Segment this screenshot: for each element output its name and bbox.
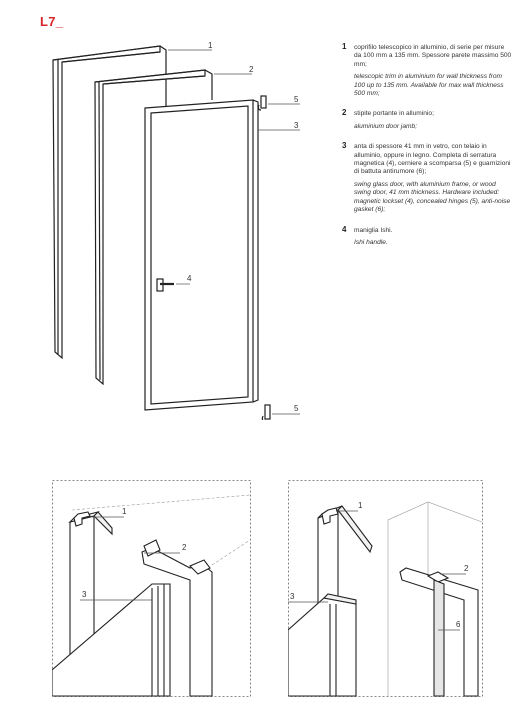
- legend-text-en: aluminium door jamb;: [354, 122, 418, 130]
- legend-text-en: Ishi handle.: [354, 238, 388, 246]
- label-hinge-bottom: 5: [294, 404, 299, 413]
- label-trim: 1: [208, 41, 213, 50]
- legend-item-1: 1 coprifilo telescopico in alluminio, di…: [342, 42, 512, 98]
- legend-item-2: 2 stipite portante in alluminio; alumini…: [342, 108, 512, 131]
- legend-number: 4: [342, 224, 347, 234]
- hinge-bottom-icon: [261, 404, 271, 420]
- legend-text-it: maniglia Ishi.: [354, 226, 393, 234]
- detail-left-label-door: 3: [82, 590, 87, 599]
- label-jamb: 2: [249, 65, 254, 74]
- jamb-profile: [141, 547, 213, 697]
- page-title: L7_: [40, 14, 64, 29]
- detail-right-diagram: 1 2 3 6: [288, 480, 483, 697]
- label-handle: 4: [187, 274, 192, 283]
- legend-item-4: 4 maniglia Ishi. Ishi handle.: [342, 224, 512, 248]
- trim-frame: [52, 45, 167, 360]
- hinge-top-icon: [257, 95, 267, 111]
- detail-right-label-trim: 1: [358, 501, 363, 510]
- detail-right-label-jamb: 2: [464, 564, 469, 573]
- legend-number: 3: [342, 141, 347, 151]
- handle-icon: [156, 278, 174, 292]
- door-exploded-diagram: 1 2 5 3 4 5: [52, 41, 300, 420]
- door-profile: [52, 583, 171, 697]
- legend-text-it: stipite portante in alluminio;: [354, 110, 434, 118]
- legend-text-en: telescopic trim in aluminium for wall th…: [354, 73, 504, 98]
- detail-left-diagram: 1 2 3: [52, 480, 251, 697]
- jamb-frame: [94, 69, 213, 386]
- jamb-profile: [399, 567, 479, 697]
- detail-left-label-trim: 1: [122, 507, 127, 516]
- legend: 1 coprifilo telescopico in alluminio, di…: [342, 42, 512, 255]
- label-hinge-top: 5: [294, 95, 299, 104]
- detail-left-label-jamb: 2: [182, 543, 187, 552]
- door-leaf: [144, 99, 259, 411]
- legend-item-3: 3 anta di spessore 41 mm in vetro, con t…: [342, 141, 512, 214]
- door-profile: [288, 597, 357, 697]
- detail-right-label-gasket: 6: [456, 620, 461, 629]
- legend-number: 2: [342, 108, 347, 118]
- gasket-strip: [433, 579, 445, 697]
- legend-text-it: anta di spessore 41 mm in vetro, con tel…: [354, 143, 511, 176]
- legend-text-it: coprifilo telescopico in alluminio, di s…: [354, 44, 512, 68]
- label-door: 3: [294, 121, 299, 130]
- legend-text-en: swing glass door, with aluminium frame, …: [354, 180, 511, 214]
- detail-right-label-door: 3: [290, 592, 295, 601]
- legend-number: 1: [342, 42, 347, 51]
